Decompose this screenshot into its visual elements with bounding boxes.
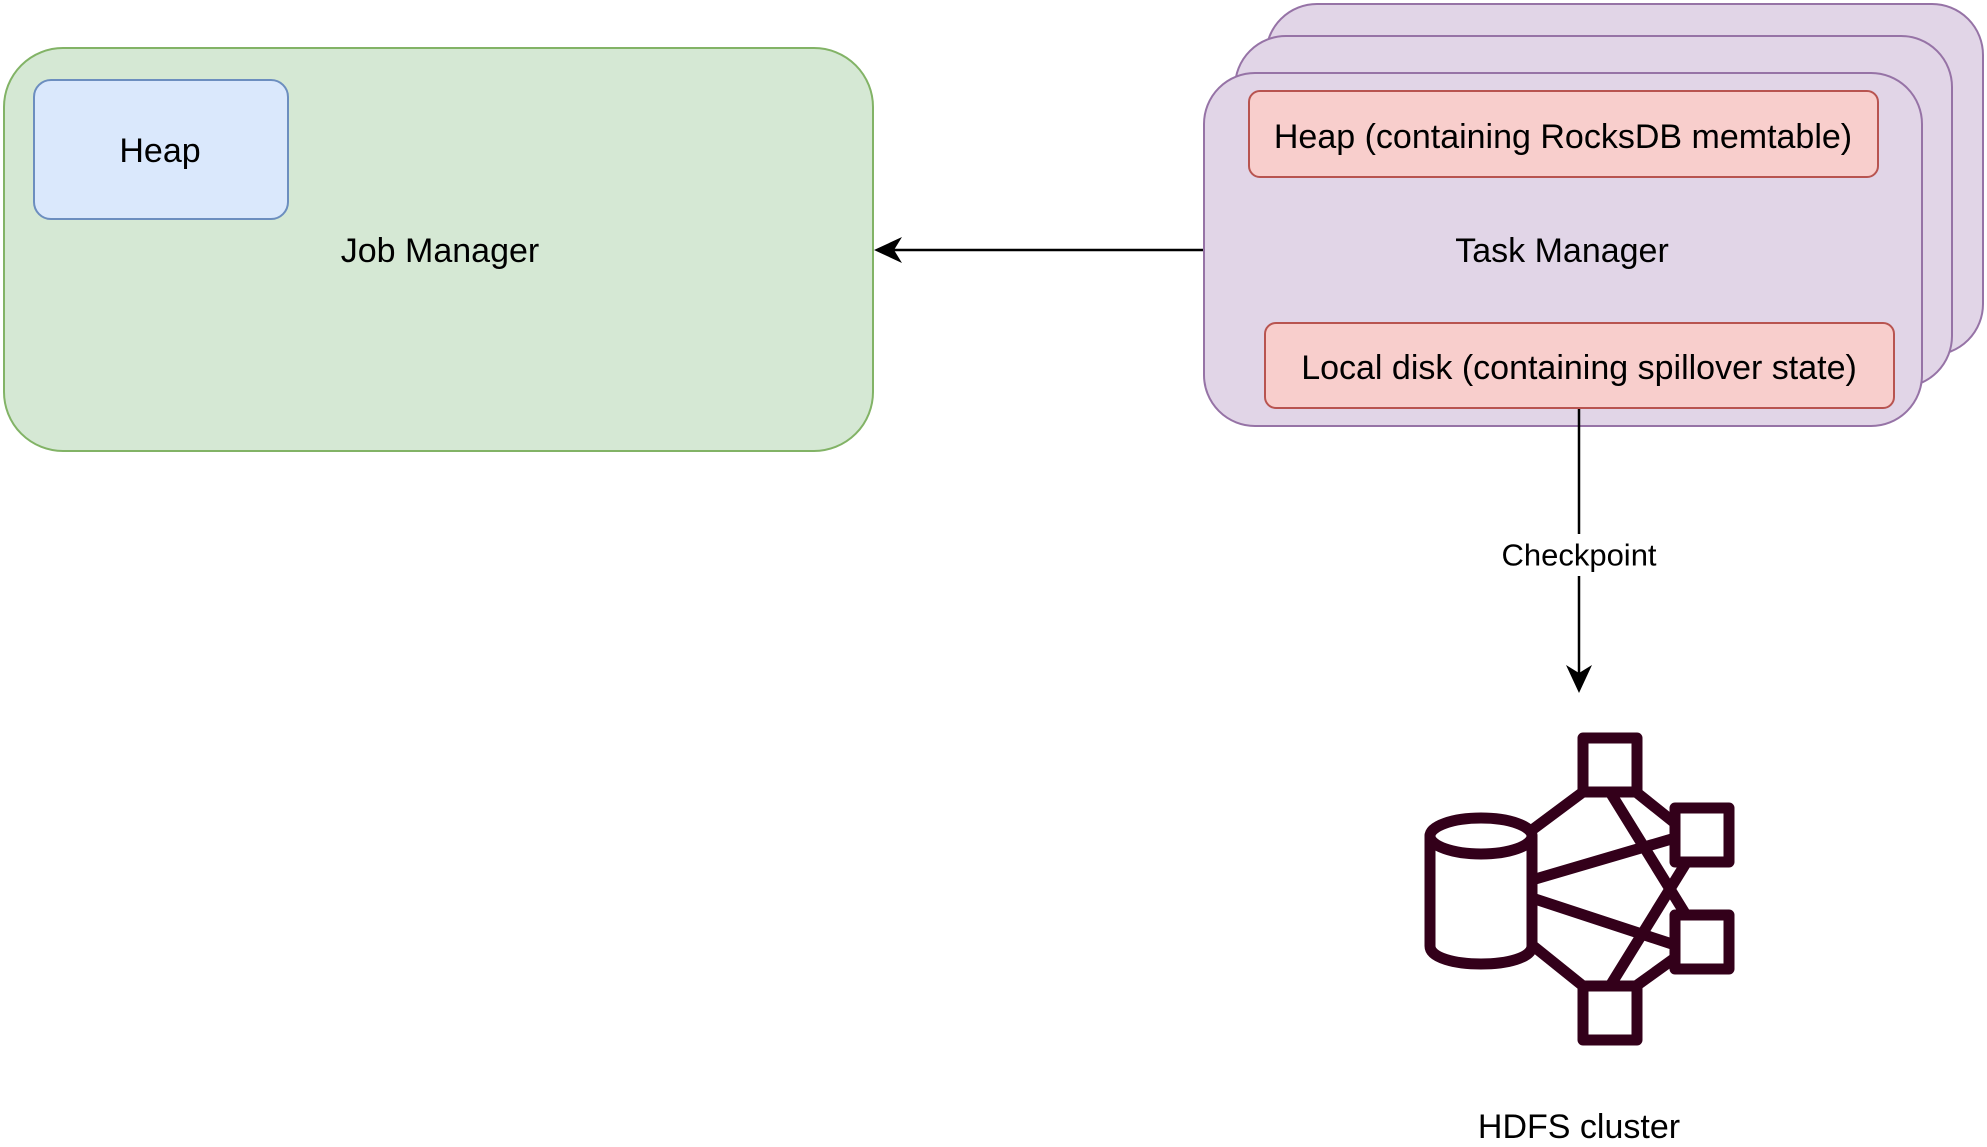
- task-to-job-manager-arrow: [874, 237, 1203, 263]
- checkpoint-arrow: [1566, 409, 1592, 693]
- task-manager-label: Task Manager: [1455, 232, 1669, 270]
- task-manager-heap-label: Heap (containing RocksDB memtable): [1273, 118, 1853, 156]
- hdfs-cluster-label: HDFS cluster: [1477, 1108, 1681, 1146]
- hdfs-cluster-icon: [1424, 732, 1735, 1046]
- task-manager-disk-label: Local disk (containing spillover state): [1301, 349, 1857, 387]
- task-manager-heap-box[interactable]: [1248, 90, 1879, 178]
- checkpoint-label: Checkpoint: [1497, 537, 1661, 573]
- job-manager-heap-box[interactable]: [33, 79, 289, 220]
- job-manager-label: Job Manager: [340, 232, 540, 270]
- job-manager-heap-label: Heap: [119, 132, 201, 170]
- task-manager-disk-box[interactable]: [1264, 322, 1895, 409]
